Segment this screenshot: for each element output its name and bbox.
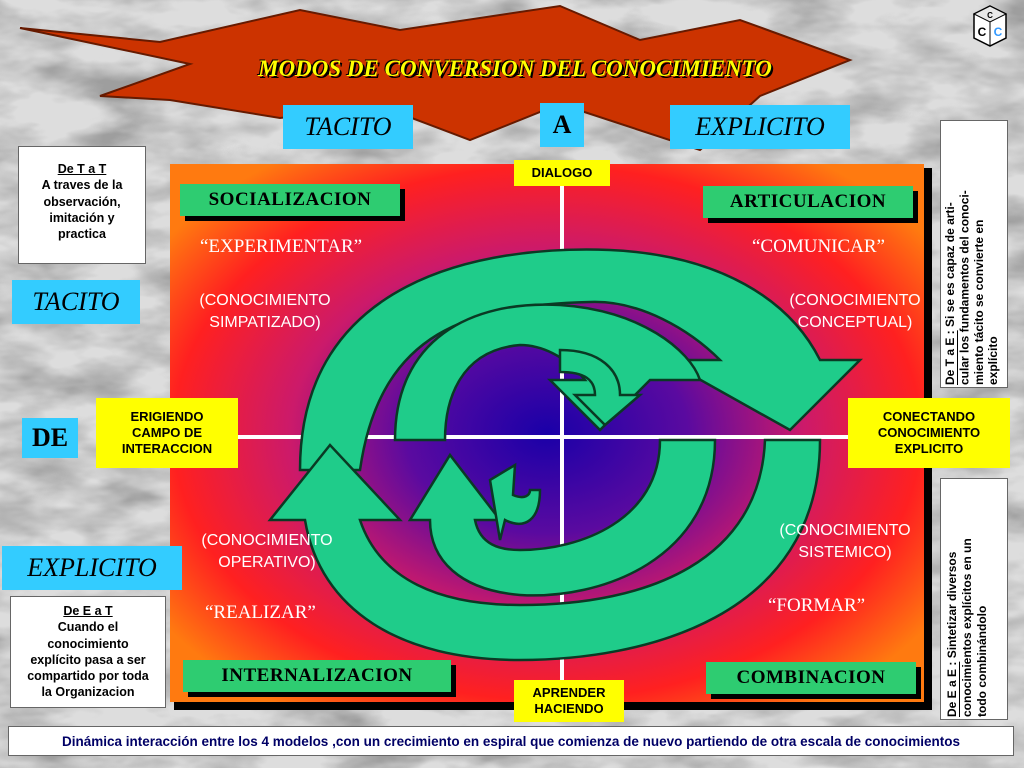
text-simpatizado-line1: (CONOCIMIENTO xyxy=(199,292,331,309)
label-internalizacion: INTERNALIZACION xyxy=(183,660,451,692)
label-articulacion: ARTICULACION xyxy=(703,186,913,218)
note-e-a-e-title: De E a E : xyxy=(945,661,959,717)
note-e-a-e: De E a E : Sintetizar diversos conocimie… xyxy=(940,478,1008,720)
axis-right-line2: CONOCIMIENTO xyxy=(877,424,981,440)
note-e-a-e-line1: Sintetizar diversos xyxy=(945,551,959,662)
axis-conectando: CONECTANDO CONOCIMIENTO EXPLICITO xyxy=(848,398,1010,468)
logo: C C C xyxy=(972,4,1008,48)
note-t-a-t-line1: A traves de la xyxy=(41,178,123,193)
note-t-a-e-line2: cular los fundamentos del conoci- xyxy=(957,190,972,385)
note-e-a-t: De E a T Cuando el conocimiento explícit… xyxy=(10,596,166,708)
quote-experimentar: “EXPERIMENTAR” xyxy=(200,236,363,257)
logo-letter-top: C xyxy=(987,11,993,20)
text-sistemico: (CONOCIMIENTO SISTEMICO) xyxy=(770,520,920,565)
axis-left-line3: INTERACCION xyxy=(121,441,213,457)
note-e-a-t-line2: conocimiento xyxy=(47,636,129,651)
left-tacito: TACITO xyxy=(12,280,140,324)
header-tacito: TACITO xyxy=(283,105,413,149)
quote-formar: “FORMAR” xyxy=(768,595,866,616)
axis-bottom-line2: HACIENDO xyxy=(534,701,604,716)
text-conceptual-line1: (CONOCIMIENTO xyxy=(789,292,921,309)
note-e-a-t-line4: compartido por toda xyxy=(27,669,149,683)
text-simpatizado-line2: SIMPATIZADO) xyxy=(209,314,321,332)
axis-left-line2: CAMPO DE xyxy=(131,424,203,440)
note-e-a-t-line5: la Organizacion xyxy=(41,685,135,700)
quote-comunicar: “COMUNICAR” xyxy=(752,236,885,257)
axis-right-line3: EXPLICITO xyxy=(894,441,964,457)
note-e-a-e-line2: conocimientos explícitos en un xyxy=(960,538,974,717)
text-operativo-line1: (CONOCIMIENTO xyxy=(201,532,333,549)
text-sistemico-line1: (CONOCIMIENTO xyxy=(779,522,911,539)
header-explicito: EXPLICITO xyxy=(670,105,850,149)
note-e-a-t-line1: Cuando el xyxy=(57,620,119,635)
note-t-a-t-line4: practica xyxy=(58,227,106,241)
note-t-a-e-line3: miento tácito se convierte en xyxy=(971,219,986,385)
text-conceptual-line2: CONCEPTUAL) xyxy=(797,314,913,332)
note-t-a-t: De T a T A traves de la observación, imi… xyxy=(18,146,146,264)
logo-letter-left: C xyxy=(978,25,987,39)
text-sistemico-line2: SISTEMICO) xyxy=(798,544,892,562)
axis-erigiendo: ERIGIENDO CAMPO DE INTERACCION xyxy=(96,398,238,468)
left-explicito: EXPLICITO xyxy=(2,546,182,590)
note-t-a-e-line4: explícito xyxy=(986,336,1001,385)
text-operativo: (CONOCIMIENTO OPERATIVO) xyxy=(192,530,342,575)
logo-letter-right: C xyxy=(994,25,1003,39)
axis-left-line1: ERIGIENDO xyxy=(130,408,204,424)
axis-right-line1: CONECTANDO xyxy=(882,408,976,424)
note-e-a-t-line3: explícito pasa a ser xyxy=(30,652,146,667)
note-t-a-e-line1: Si se es capaz de arti- xyxy=(943,202,957,331)
quote-realizar: “REALIZAR” xyxy=(205,602,316,623)
note-t-a-t-line3: imitación y xyxy=(49,210,115,225)
text-simpatizado: (CONOCIMIENTO SIMPATIZADO) xyxy=(190,290,340,335)
note-t-a-e-title: De T a E : xyxy=(943,330,957,385)
axis-dialogo: DIALOGO xyxy=(514,160,610,186)
axis-aprender-haciendo: APRENDER HACIENDO xyxy=(514,680,624,722)
label-socializacion: SOCIALIZACION xyxy=(180,184,400,216)
note-t-a-t-title: De T a T xyxy=(57,162,107,176)
label-combinacion: COMBINACION xyxy=(706,662,916,694)
note-t-a-t-line2: observación, xyxy=(43,194,121,209)
axis-bottom-line1: APRENDER xyxy=(532,684,606,700)
note-e-a-t-title: De E a T xyxy=(63,604,113,618)
page-title: MODOS DE CONVERSION DEL CONOCIMIENTO xyxy=(258,56,772,81)
text-conceptual: (CONOCIMIENTO CONCEPTUAL) xyxy=(780,290,930,335)
text-operativo-line2: OPERATIVO) xyxy=(218,554,316,572)
ccc-logo-icon: C C C xyxy=(972,5,1008,47)
note-t-a-e: De T a E : Si se es capaz de arti- cular… xyxy=(940,120,1008,388)
left-de: DE xyxy=(22,418,78,458)
footer-caption: Dinámica interacción entre los 4 modelos… xyxy=(8,726,1014,756)
header-a: A xyxy=(540,103,584,147)
note-e-a-e-line3: todo combinándolo xyxy=(975,605,989,717)
